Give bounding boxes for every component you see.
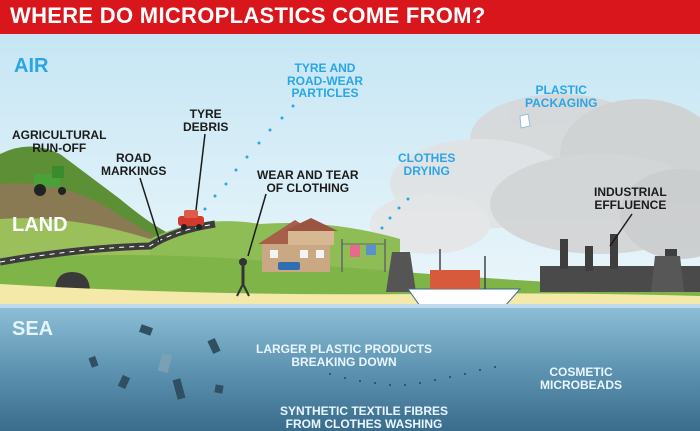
label-industrial-effluence: INDUSTRIAL EFFLUENCE [594, 185, 667, 212]
beach [0, 284, 700, 306]
plastic-debris [88, 324, 224, 400]
boat-icon [407, 249, 522, 307]
label-plastic-packaging: PLASTIC PACKAGING [525, 83, 598, 110]
tractor-icon [34, 166, 66, 196]
label-wear-tear-clothing: WEAR AND TEAR OF CLOTHING [257, 168, 359, 195]
sea-surface [0, 304, 700, 308]
road-markings-line [0, 223, 216, 263]
label-clothes-drying: CLOTHES DRYING [398, 151, 456, 178]
label-cosmetic-microbeads: COSMETIC MICROBEADS [540, 365, 623, 392]
parked-car-icon [278, 262, 300, 270]
label-tyre-road-wear: TYRE AND ROAD-WEAR PARTICLES [287, 61, 363, 101]
factory-icon [386, 234, 700, 292]
label-larger-plastic-products: LARGER PLASTIC PRODUCTS BREAKING DOWN [256, 342, 433, 369]
washing-line-icon [341, 239, 386, 272]
particle-trails [203, 104, 410, 230]
label-agricultural-run-off: AGRICULTURAL RUN-OFF [12, 128, 107, 155]
drain-tunnel [55, 272, 90, 292]
car-icon [178, 210, 204, 230]
sea [0, 304, 700, 431]
scene-illustration [0, 34, 700, 431]
label-synthetic-textile-fibres: SYNTHETIC TEXTILE FIBRES FROM CLOTHES WA… [280, 404, 449, 431]
person-icon [236, 258, 250, 297]
pointer-lines [139, 133, 633, 257]
zone-air-label: AIR [14, 55, 49, 77]
zone-sea-label: SEA [12, 318, 54, 340]
plastic-bag-icon [519, 113, 531, 129]
scene: AIR LAND SEA AGRICULTURAL RUN-OFF ROAD M… [0, 34, 700, 431]
label-road-markings: ROAD MARKINGS [101, 151, 167, 178]
sea-particle-trails [329, 366, 496, 386]
title-bar: WHERE DO MICROPLASTICS COME FROM? [0, 0, 700, 34]
page-title: WHERE DO MICROPLASTICS COME FROM? [10, 3, 486, 28]
zone-land-label: LAND [12, 214, 68, 236]
label-tyre-debris: TYRE DEBRIS [183, 107, 229, 134]
